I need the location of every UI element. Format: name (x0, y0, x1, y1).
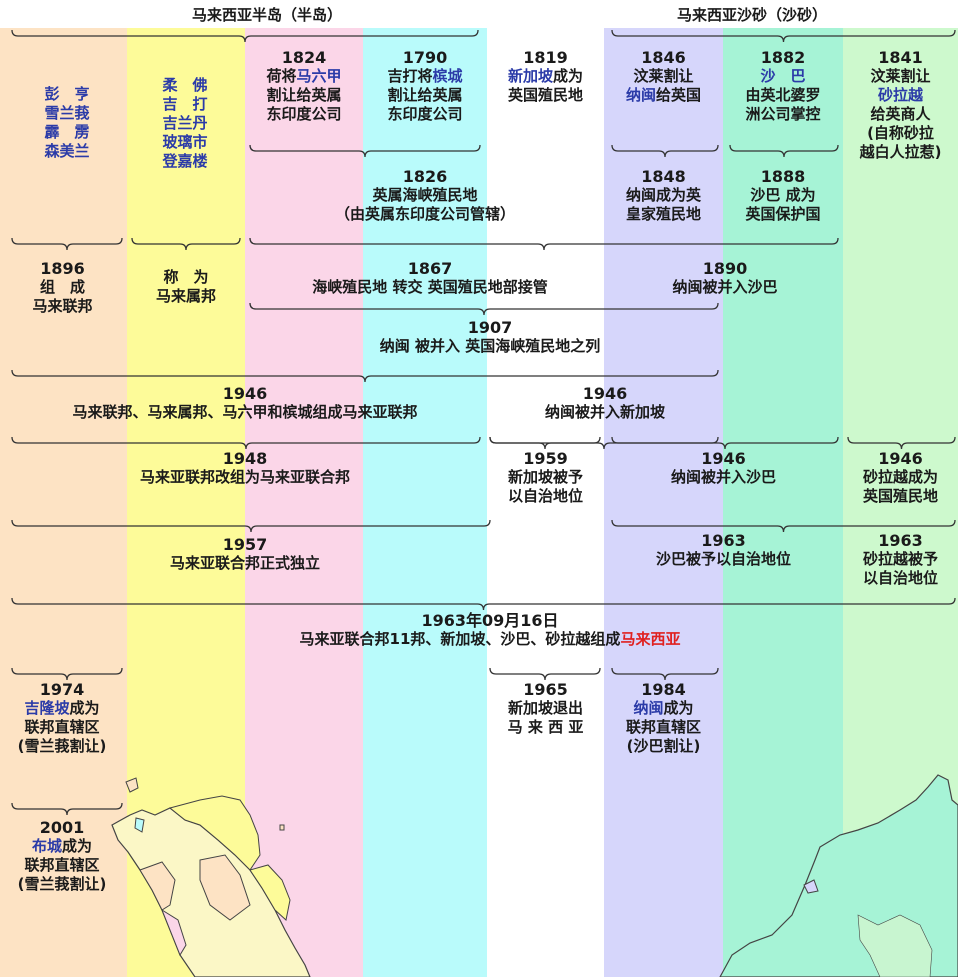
header-borneo: 马来西亚沙砂（沙砂） (677, 6, 828, 24)
event-1826: 1826 英属海峡殖民地（由英属东印度公司管辖） (334, 167, 515, 223)
place-putrajaya: 布城 (31, 837, 62, 855)
brace (249, 144, 481, 158)
state-perlis: 玻璃市 (162, 133, 208, 151)
brace (729, 144, 839, 158)
event-1819: 1819 新加坡成为 英国殖民地 (507, 48, 584, 104)
region-sabah (723, 28, 843, 977)
state-terengganu: 登嘉楼 (162, 152, 208, 170)
region-pahang-selangor (0, 28, 127, 977)
event-1867: 1867 海峡殖民地 转交 英国殖民地部接管 (312, 259, 548, 296)
brace (249, 237, 839, 251)
event-1965: 1965 新加坡退出马 来 西 亚 (507, 680, 584, 736)
state-selangor: 雪兰莪 (44, 104, 90, 122)
event-1963-sabah: 1963 沙巴被予以自治地位 (655, 531, 791, 568)
event-1882: 1882 沙 巴 由英北婆罗洲公司掌控 (725, 48, 841, 124)
brace (611, 29, 956, 43)
event-1946-malayan-union: 1946 马来联邦、马来属邦、马六甲和槟城组成马来亚联邦 (72, 384, 418, 421)
brace (11, 802, 123, 816)
event-1946-labuan-singapore: 1946 纳闽被并入新加坡 (544, 384, 665, 421)
region-penang (363, 28, 487, 977)
brace (11, 369, 719, 383)
brace (11, 597, 956, 611)
borneo-malaysia-map (719, 774, 958, 977)
brace (11, 237, 123, 251)
state-kelantan: 吉兰丹 (162, 114, 208, 132)
event-1790: 1790 吉打将槟城 割让给英属东印度公司 (387, 48, 463, 123)
peninsular-malaysia-map (111, 777, 311, 977)
brace (11, 29, 479, 43)
event-1890: 1890 纳闽被并入沙巴 (672, 259, 778, 296)
state-perak: 霹 雳 (44, 123, 90, 141)
place-sabah: 沙 巴 (760, 67, 806, 85)
event-1896: 1896 组 成马来联邦 (32, 259, 93, 315)
place-penang: 槟城 (432, 67, 463, 85)
brace (11, 519, 491, 533)
event-1888: 1888 沙巴 成为英国保护国 (745, 167, 821, 223)
event-1948: 1948 马来亚联邦改组为马来亚联合邦 (139, 449, 350, 486)
col1-states: 彭 亨 雪兰莪 霹 雳 森美兰 (22, 85, 112, 161)
brace (11, 667, 123, 681)
place-malaysia: 马来西亚 (620, 630, 681, 648)
event-2001: 2001 布城成为 联邦直辖区(雪兰莪割让) (17, 818, 107, 893)
place-kuala-lumpur: 吉隆坡 (24, 699, 70, 717)
brace (131, 237, 241, 251)
event-1957: 1957 马来亚联合邦正式独立 (169, 535, 320, 572)
event-1846: 1846 汶莱割让 纳闽给英国 (625, 48, 702, 104)
event-1963-malaysia: 1963年09月16日 马来亚联合邦11邦、新加坡、沙巴、砂拉越组成马来西亚 (299, 611, 681, 648)
event-1974: 1974 吉隆坡成为 联邦直辖区(雪兰莪割让) (17, 680, 107, 755)
brace (249, 302, 719, 316)
event-1841: 1841 汶莱割让 砂拉越 给英商人(自称砂拉越白人拉惹) (845, 48, 956, 162)
brace (11, 436, 481, 450)
region-labuan (604, 28, 723, 977)
state-kedah: 吉 打 (162, 95, 208, 113)
header-peninsula: 马来西亚半岛（半岛） (192, 6, 343, 24)
brace (611, 436, 839, 450)
place-singapore: 新加坡 (507, 67, 553, 85)
event-1824: 1824 荷将马六甲 割让给英属东印度公司 (266, 48, 342, 123)
brace (611, 519, 956, 533)
event-1907: 1907 纳闽 被并入 英国海峡殖民地之列 (379, 318, 601, 355)
place-malacca: 马六甲 (296, 67, 342, 85)
state-johor: 柔 佛 (162, 76, 208, 94)
event-1946-sarawak: 1946 砂拉越成为英国殖民地 (862, 449, 938, 505)
state-pahang: 彭 亨 (44, 85, 90, 103)
region-malacca (245, 28, 363, 977)
brace (611, 667, 719, 681)
event-1984: 1984 纳闽成为 联邦直辖区(沙巴割让) (625, 680, 701, 755)
event-1946-labuan-sabah: 1946 纳闽被并入沙巴 (670, 449, 776, 486)
event-unfederated-states: 称 为马来属邦 (155, 268, 216, 305)
brace (489, 667, 601, 681)
place-labuan: 纳闽 (625, 86, 656, 104)
brace (611, 144, 719, 158)
event-1959: 1959 新加坡被予以自治地位 (507, 449, 583, 505)
place-sarawak: 砂拉越 (877, 86, 923, 104)
event-1963-sarawak: 1963 砂拉越被予以自治地位 (862, 531, 938, 587)
place-labuan-ft: 纳闽 (633, 699, 664, 717)
state-negeri-sembilan: 森美兰 (44, 142, 90, 160)
event-1848: 1848 纳闽成为英皇家殖民地 (625, 167, 701, 223)
brace (847, 436, 956, 450)
brace (489, 436, 601, 450)
region-singapore (487, 28, 604, 977)
col2-states: 柔 佛 吉 打 吉兰丹 玻璃市 登嘉楼 (140, 76, 230, 171)
